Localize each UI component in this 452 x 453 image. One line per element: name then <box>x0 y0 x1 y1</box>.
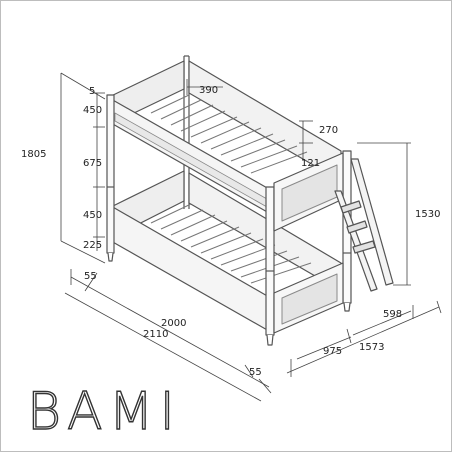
dim-total-height: 1805 <box>21 149 46 160</box>
top-slats <box>150 94 308 174</box>
front-left-post <box>106 94 115 262</box>
dim-bottom-rail: 450 <box>83 210 102 221</box>
dim-inner-length: 2000 <box>161 318 186 329</box>
dim-total-length: 2110 <box>143 329 168 340</box>
dim-top-gap: 5 <box>89 86 95 97</box>
dim-floor-clearance: 225 <box>83 240 102 251</box>
dim-ladder-inset: 121 <box>301 158 320 169</box>
bunk-bed-illustration <box>106 55 394 346</box>
dimension-lines <box>60 72 442 402</box>
bottom-slats <box>150 203 312 284</box>
dim-post-offset-top: 390 <box>199 85 218 96</box>
dim-ladder-height: 1530 <box>415 209 440 220</box>
front-right-post <box>265 186 275 346</box>
dim-bed-width: 975 <box>323 346 342 357</box>
rear-posts <box>183 55 190 209</box>
dim-top-rail: 450 <box>83 105 102 116</box>
dim-ladder-depth: 598 <box>383 309 402 320</box>
dim-ladder-top: 270 <box>319 125 338 136</box>
dim-post-width-left: 55 <box>84 271 97 282</box>
bottom-footboard-inset <box>281 273 338 325</box>
ladder <box>334 158 394 292</box>
dim-total-width: 1573 <box>359 342 384 353</box>
product-name: BAMI <box>27 382 181 442</box>
dim-post-width-bottom: 55 <box>249 367 262 378</box>
dim-between-bunks: 675 <box>83 158 102 169</box>
